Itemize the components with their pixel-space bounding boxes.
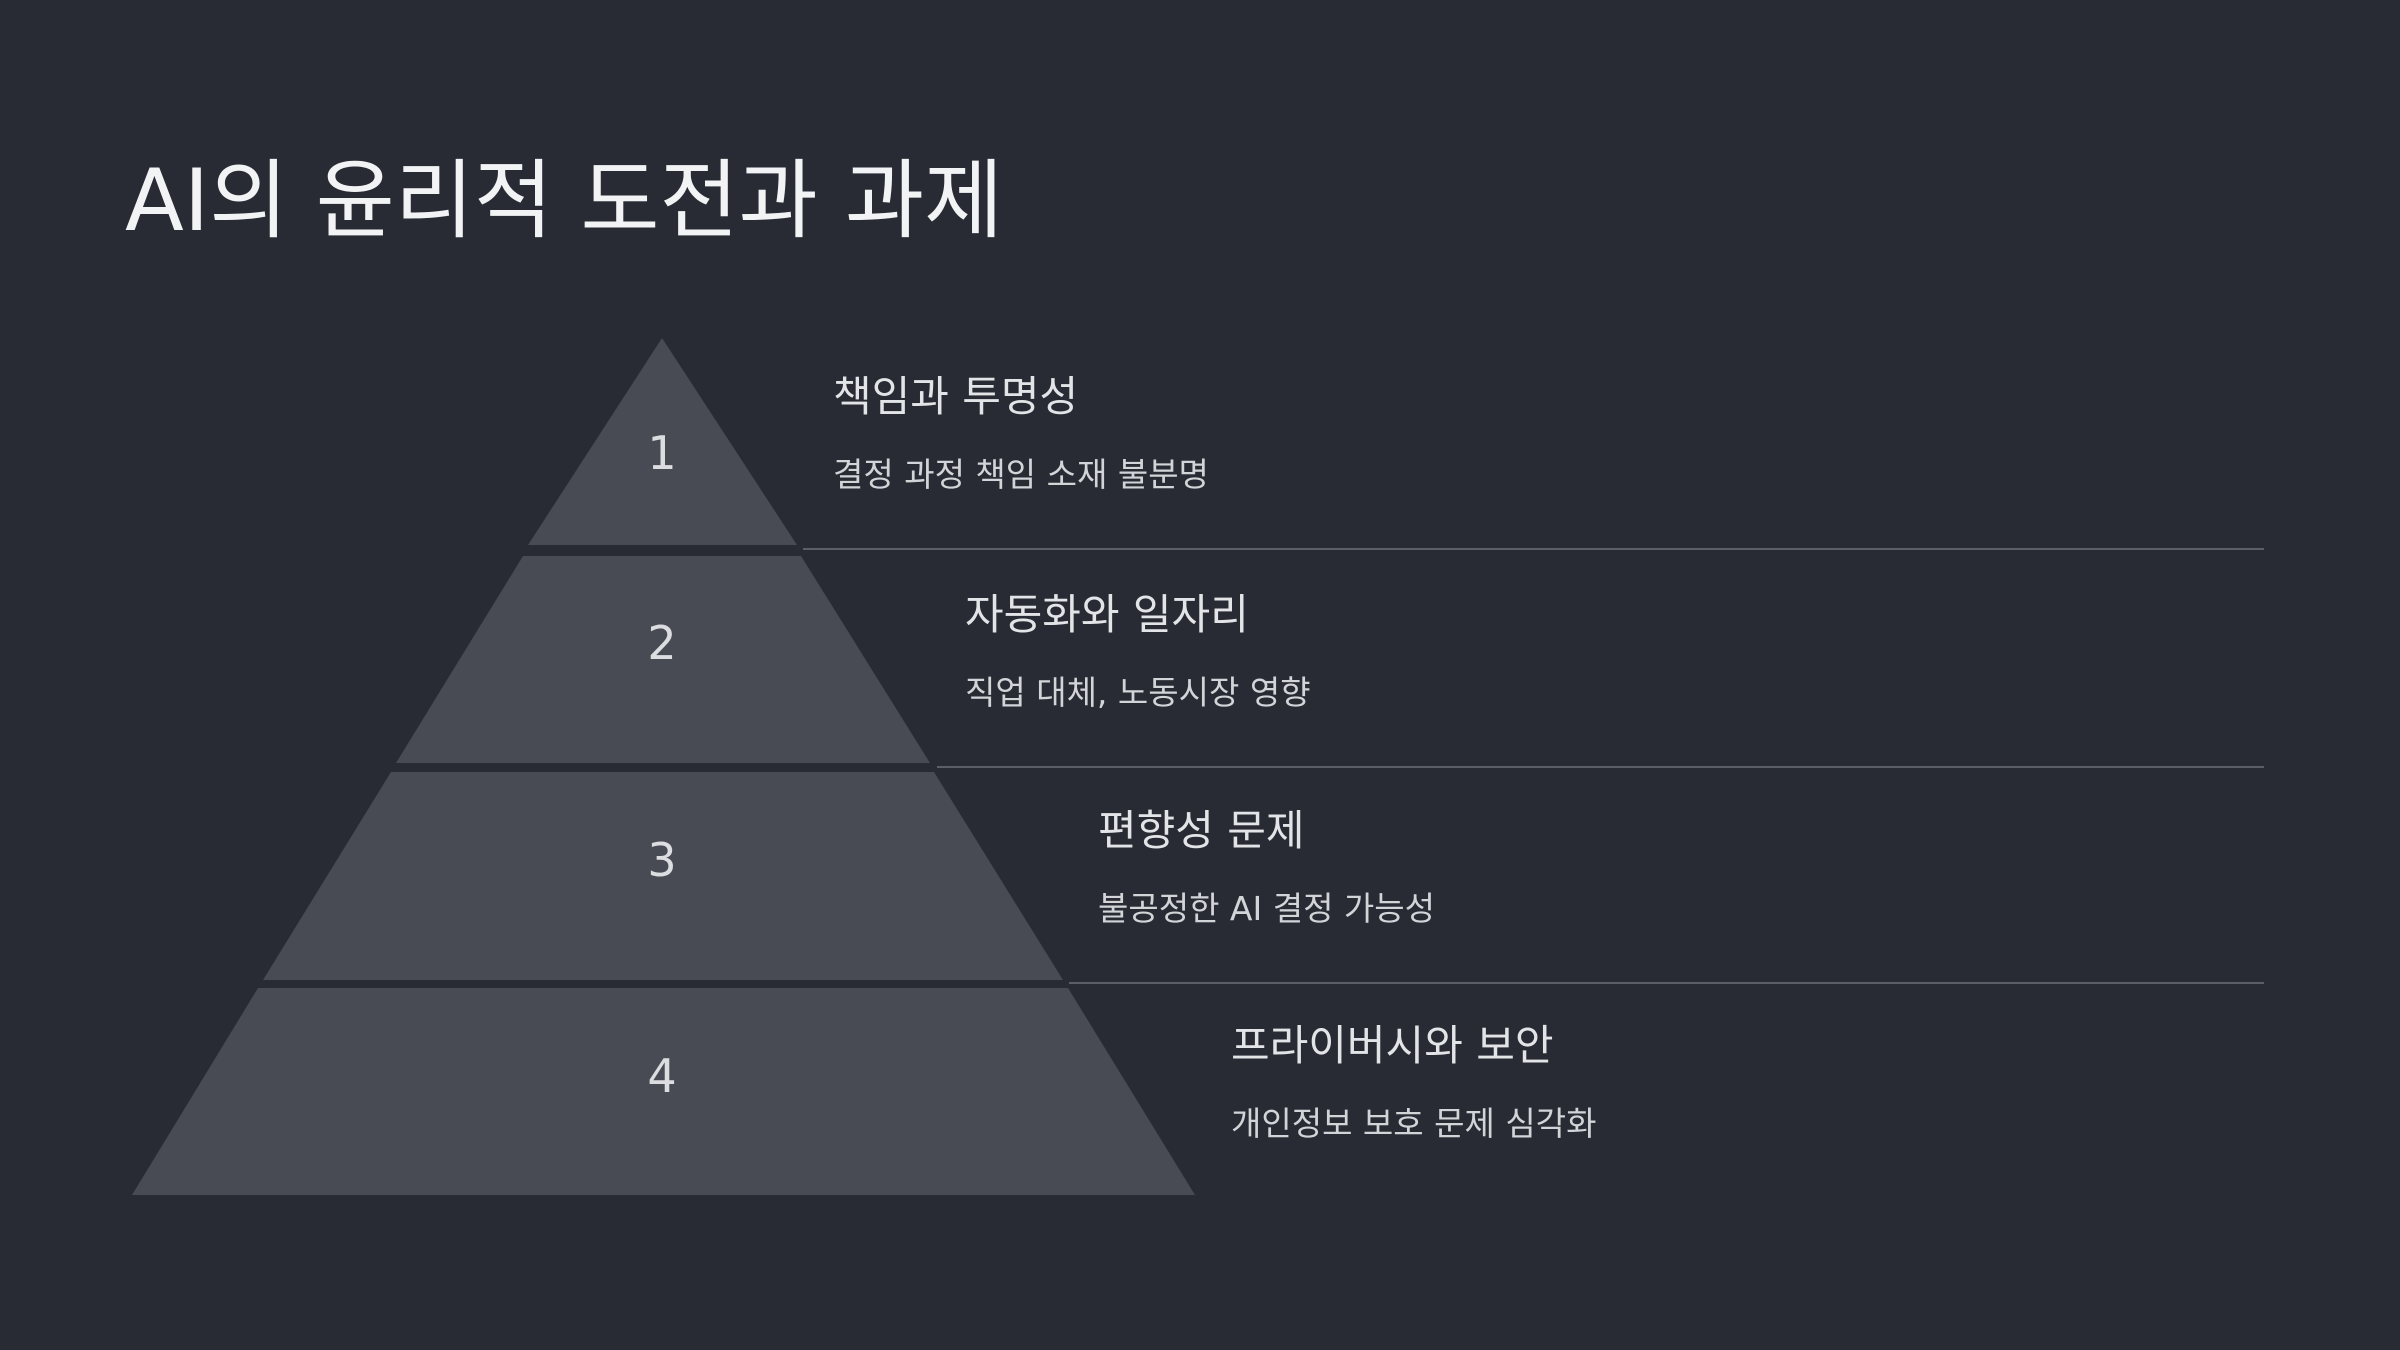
level-number-3: 3 [647, 833, 676, 887]
level-1-title: 책임과 투명성 [833, 372, 1079, 421]
level-3-title: 편향성 문제 [1098, 806, 1305, 855]
slide-title: AI의 윤리적 도전과 과제 [125, 151, 1004, 251]
level-2-description: 직업 대체, 노동시장 영향 [965, 673, 1311, 712]
level-number-2: 2 [647, 616, 676, 670]
level-1-description: 결정 과정 책임 소재 불분명 [833, 455, 1209, 494]
level-2-title: 자동화와 일자리 [965, 590, 1249, 639]
level-3-description: 불공정한 AI 결정 가능성 [1098, 889, 1436, 928]
level-number-1: 1 [647, 426, 676, 480]
pyramid-tier-2 [396, 556, 930, 763]
level-4-description: 개인정보 보호 문제 심각화 [1231, 1104, 1597, 1143]
pyramid-tier-1 [528, 338, 797, 545]
level-4-title: 프라이버시와 보안 [1231, 1021, 1554, 1070]
pyramid-tier-3 [263, 772, 1063, 980]
level-number-4: 4 [647, 1049, 676, 1103]
pyramid-tier-4 [132, 988, 1195, 1195]
